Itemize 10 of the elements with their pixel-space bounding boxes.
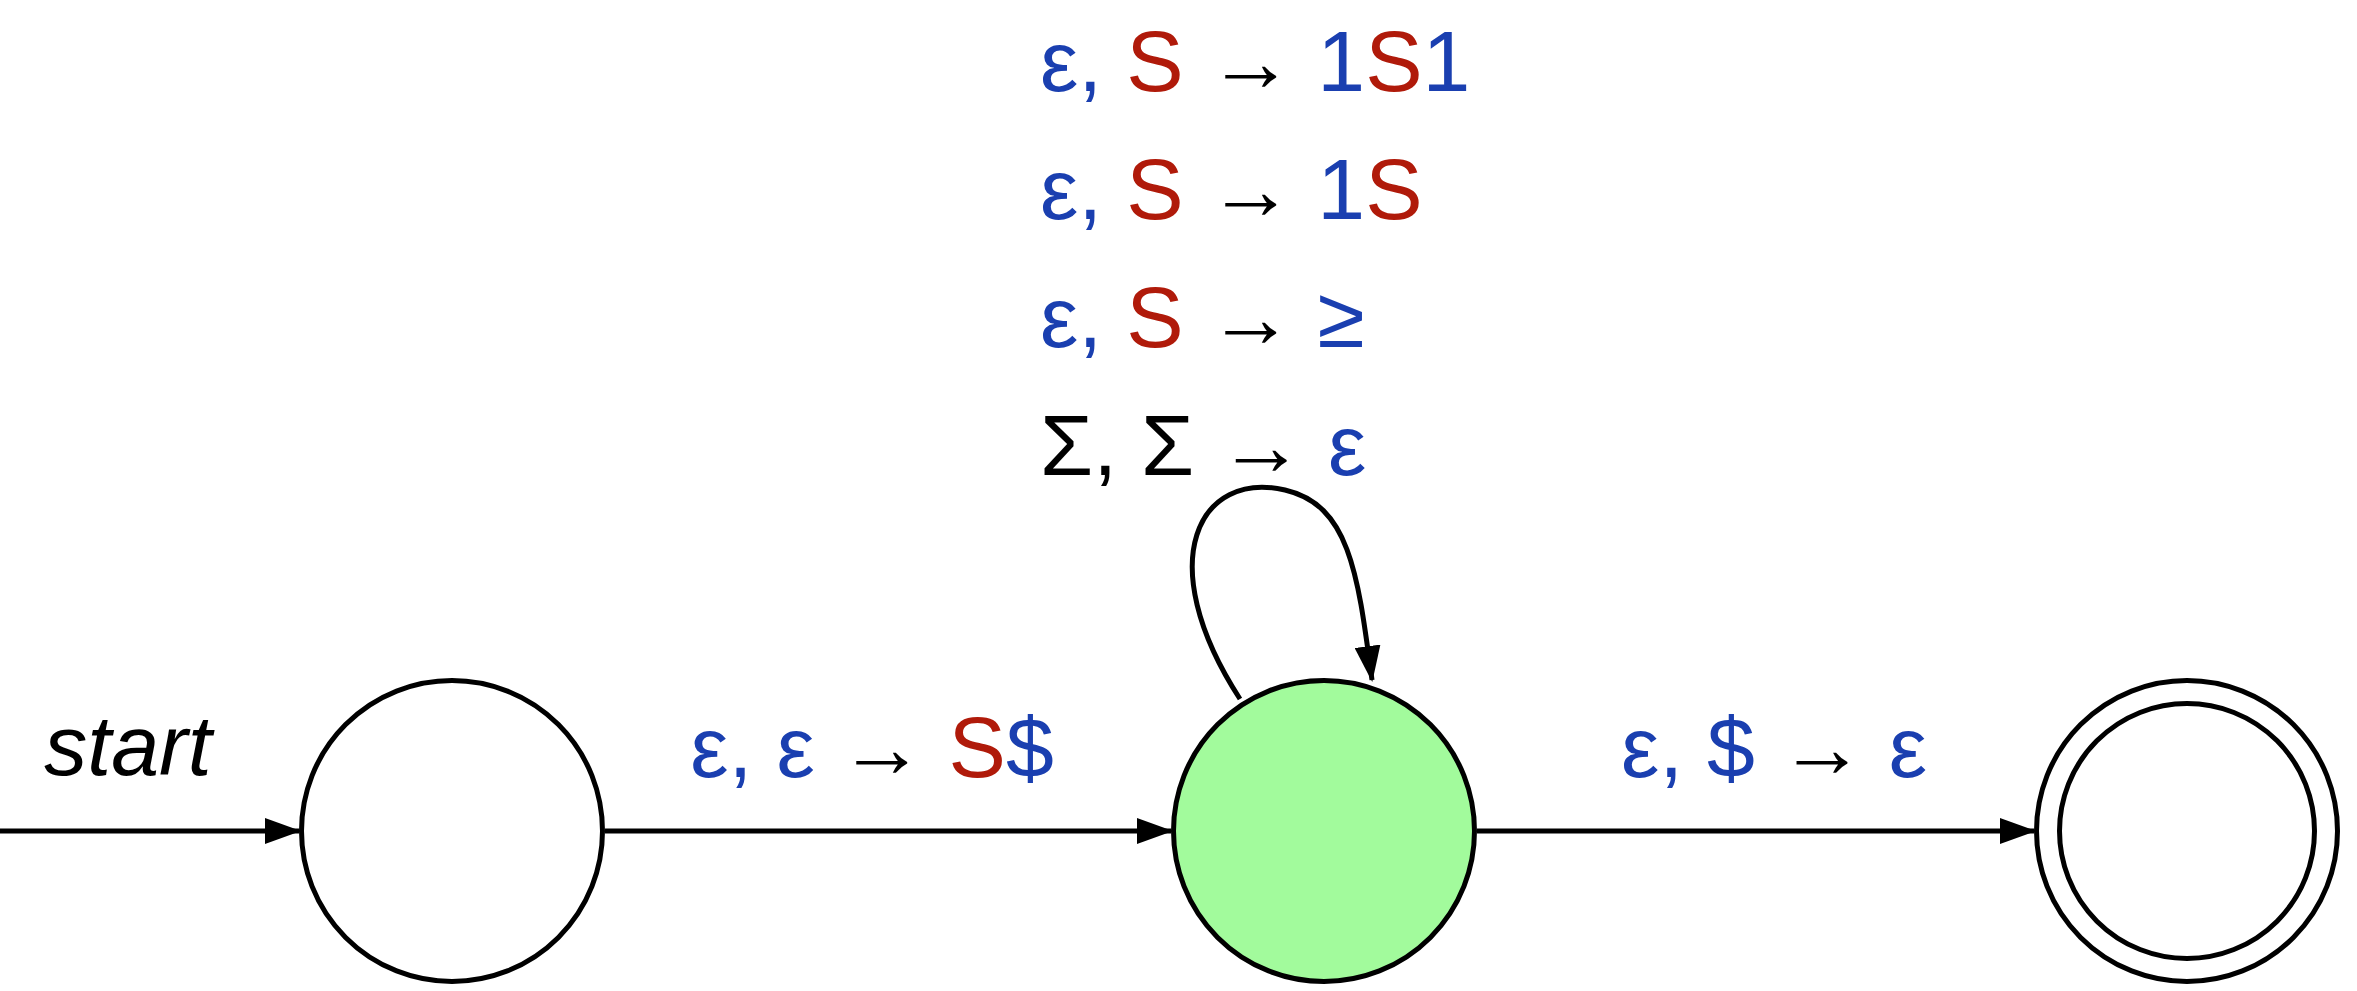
arrow xyxy=(605,818,1173,844)
arrow xyxy=(1190,484,1381,701)
transition-label: ε, S → 1S xyxy=(1040,146,1423,232)
edge-label: ε, ε → S$ xyxy=(690,704,1054,790)
transition-label: ε, S → 1S1 xyxy=(1040,18,1471,104)
edge-label: ε, $ → ε xyxy=(1620,704,1928,790)
transition-label: ε, S → ≥ xyxy=(1040,274,1365,360)
transition-label: Σ, Σ → ε xyxy=(1040,402,1367,488)
arrow xyxy=(1477,818,2036,844)
arrow xyxy=(0,818,301,844)
